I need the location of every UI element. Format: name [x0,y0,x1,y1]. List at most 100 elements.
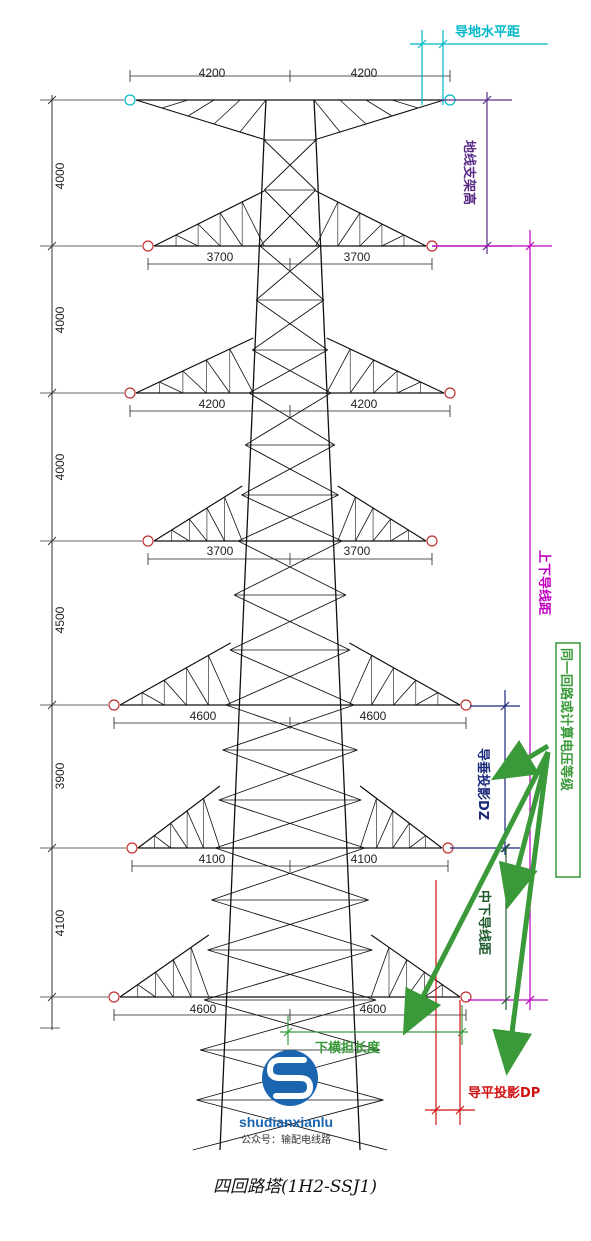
support-height-label: 地线支架高 [461,140,477,205]
vertical-dimension-chain [40,95,142,1030]
body-brace [248,392,335,446]
crossarm-top-chord [359,785,443,849]
body-brace [215,799,362,849]
logo [262,1050,318,1106]
body-brace [245,392,332,446]
body-brace [211,847,365,901]
upper-lower-annotation [432,230,552,1010]
conductor-attachment-left [126,842,138,854]
body-brace [229,594,347,651]
body-brace [215,847,369,901]
body-brace [255,299,328,351]
tower-leg-left [219,139,265,1151]
body-brace [218,749,358,801]
conductor-attachment-left [142,240,154,252]
diagram-caption: 四回路塔(1H2-SSJ1) [213,1177,377,1197]
arm1-left-width: 4200 [199,66,226,80]
crossarm-top-chord [135,337,254,394]
arm6-left-width: 4100 [199,852,226,866]
body-brace [259,189,317,247]
crossarm-top-chord [349,642,461,706]
horizontal-projection-label: 导平投影DP [468,1085,540,1101]
vertical-projection-label: 导垂投影DZ [475,748,491,820]
spacing-label-4: 4500 [53,606,67,633]
conductor-attachment-left [142,535,154,547]
arm2-right-width: 3700 [344,250,371,264]
arm6-right-width: 4100 [351,852,378,866]
spacing-label-1: 4000 [53,162,67,189]
body-brace [211,899,373,951]
mid-lower-annotation [501,843,511,1010]
body-brace [207,949,377,1001]
crossarm-top-chord [326,337,445,394]
ground-horizontal-annotation [410,30,548,105]
body-brace [229,649,355,706]
body-brace [237,540,347,596]
crossarm-top-chord [137,785,221,849]
conductor-attachment-right [460,699,472,711]
spacing-label-3: 4000 [53,453,67,480]
spacing-label-6: 4100 [53,909,67,936]
conductor-attachment-right [460,991,472,1003]
watermark-account: 公众号：输配电线路 [241,1133,331,1146]
spacing-label-2: 4000 [53,306,67,333]
crossarm-top-chord [315,190,427,247]
arm5-right-width: 4600 [360,709,387,723]
tower-structure [108,70,472,1151]
lower-crossarm-label: 下横担长度 [315,1040,381,1056]
crossarm-top-chord [119,642,231,706]
arm4-left-width: 3700 [207,544,234,558]
arm1-right-width: 4200 [351,66,378,80]
body-brace [233,540,343,596]
conductor-attachment-right [444,387,456,399]
body-brace [225,649,351,706]
crossarm-top-chord [153,190,265,247]
body-brace [263,189,321,247]
arm3-right-width: 4200 [351,397,378,411]
arm7-right-width: 4600 [360,1002,387,1016]
conductor-attachment-left [124,387,136,399]
body-brace [259,245,325,301]
same-circuit-box [555,642,581,878]
body-brace [263,139,317,191]
conductor-attachment-left [108,699,120,711]
body-brace [248,349,328,394]
body-brace [252,299,325,351]
body-brace [203,999,380,1051]
ground-horizontal-label: 导地水平距 [455,24,520,40]
conductor-attachment-left [124,94,136,106]
mid-lower-label: 中下导线距 [476,890,492,955]
spacing-label-5: 3900 [53,762,67,789]
crossarm-top-chord [119,934,210,998]
body-brace [241,494,343,542]
body-brace [222,749,362,801]
arm4-right-width: 3700 [344,544,371,558]
arm2-left-width: 3700 [207,250,234,264]
crossarm-top-chord [370,934,461,998]
body-brace [255,245,321,301]
upper-lower-label: 上下导线距 [536,550,552,615]
tower-leg-right [315,139,361,1151]
pointer-arrows [402,739,551,1076]
crossarm-top-chord [337,485,427,542]
body-brace [252,349,332,394]
body-brace [237,494,339,542]
body-brace [203,949,373,1001]
body-brace [222,704,355,751]
conductor-attachment-left [108,991,120,1003]
body-brace [225,704,358,751]
body-brace [192,1099,384,1151]
body-brace [196,1099,388,1151]
same-circuit-label: 同一回路或计算电压等级 [558,648,574,792]
arm7-left-width: 4600 [190,1002,217,1016]
body-brace [241,444,335,496]
conductor-attachment-right [426,535,438,547]
body-brace [233,594,351,651]
arm5-left-width: 4600 [190,709,217,723]
body-brace [218,799,365,849]
arm3-left-width: 4200 [199,397,226,411]
body-brace [207,899,369,951]
crossarm-top-chord [153,485,243,542]
watermark-site: shudianxianlu [239,1114,333,1130]
